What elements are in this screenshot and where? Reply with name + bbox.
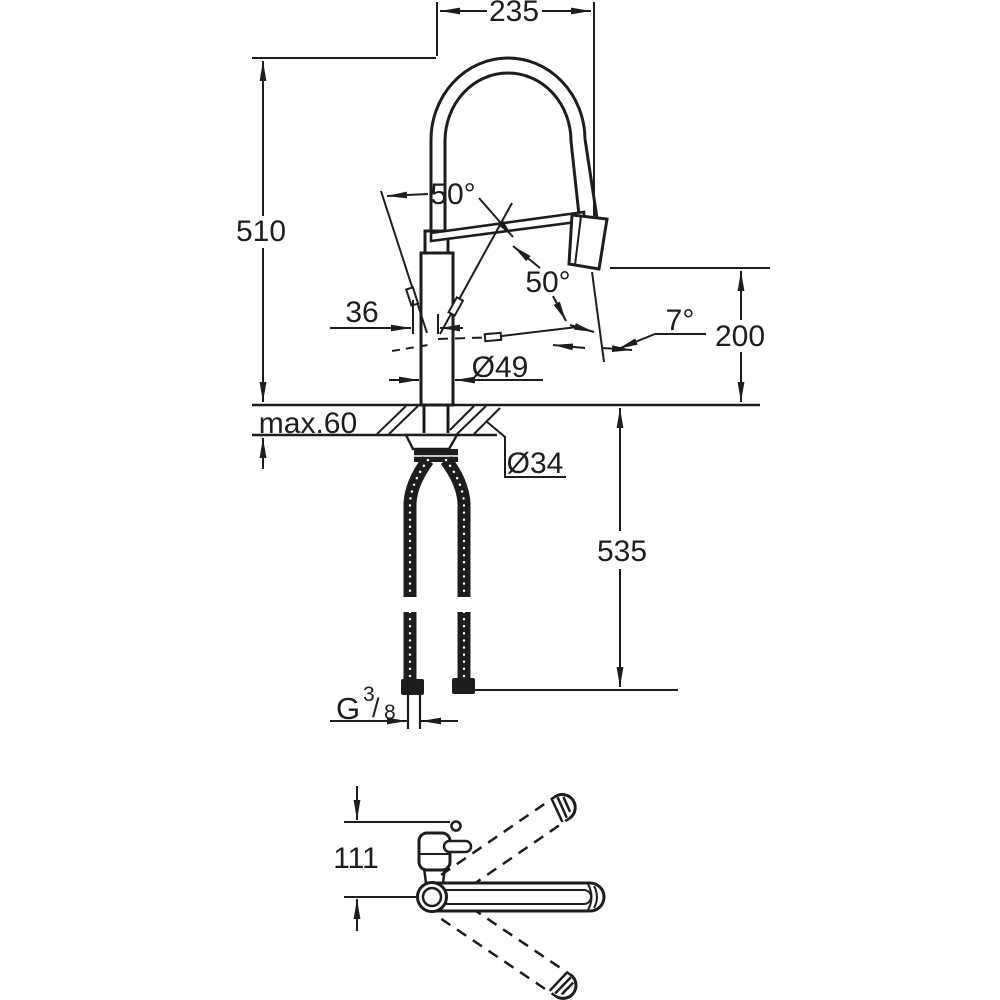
lever-knob xyxy=(483,331,503,343)
thread-tube xyxy=(406,695,422,729)
label-base-dia: Ø49 xyxy=(472,351,529,384)
dim-535 xyxy=(470,408,678,691)
dim-510 xyxy=(252,57,436,402)
tilt-reference-line xyxy=(591,271,605,363)
hose-stipple xyxy=(408,458,466,681)
spout-top-view xyxy=(430,881,606,913)
handle-lever xyxy=(429,210,586,243)
swivel-arm-lower xyxy=(440,896,578,1000)
label-thread-prefix: G xyxy=(336,691,360,726)
dim-235 xyxy=(436,2,595,216)
dim-dia34 xyxy=(485,420,566,478)
body-top-view xyxy=(417,820,473,884)
dimensions-front xyxy=(252,2,770,725)
label-angle-lower: 50° xyxy=(525,266,570,299)
label-head-tilt: 7° xyxy=(666,304,695,337)
dim-7deg xyxy=(569,323,706,350)
hose-bands xyxy=(403,456,471,679)
hose-hint-dashed xyxy=(391,344,429,352)
mounting-flange xyxy=(404,433,460,451)
lever-knob xyxy=(404,286,420,307)
label-outlet-height: 200 xyxy=(715,320,765,353)
dim-50-lower xyxy=(512,245,633,353)
spout-arc xyxy=(429,56,599,233)
hose-fitting-left xyxy=(401,679,424,695)
label-hose-length: 535 xyxy=(597,535,647,568)
dim-36 xyxy=(330,300,463,334)
spray-head xyxy=(567,213,609,271)
lever-down-line xyxy=(501,326,578,337)
front-view xyxy=(252,56,760,729)
pivot-ring xyxy=(416,881,448,913)
handle-top-view xyxy=(442,839,473,854)
label-deck-max: max.60 xyxy=(259,407,357,440)
label-column-width: 36 xyxy=(345,296,378,329)
supply-hoses xyxy=(401,456,475,729)
label-thread-divider: / xyxy=(372,693,380,723)
label-thread-denominator: 8 xyxy=(384,701,396,724)
label-spout-reach: 235 xyxy=(489,0,539,28)
dim-111 xyxy=(344,786,450,931)
label-thread-numerator: 3 xyxy=(363,683,375,706)
lever-knob xyxy=(447,295,465,317)
dim-50-upper xyxy=(386,191,514,238)
top-view xyxy=(344,786,606,1000)
hatching xyxy=(376,405,501,435)
dim-200 xyxy=(610,267,770,402)
label-thread-g38: G 3 / 8 xyxy=(336,683,396,726)
handle-tip-circle xyxy=(450,820,462,832)
hose-fitting-right xyxy=(452,678,475,694)
lever-up-left-line xyxy=(380,190,428,334)
dimension-labels: 235 510 50° 50° 36 7° 200 max.60 Ø49 Ø34… xyxy=(236,0,765,875)
label-swivel-offset: 111 xyxy=(333,842,379,875)
label-angle-upper: 50° xyxy=(430,178,475,211)
label-total-height: 510 xyxy=(236,215,286,248)
label-hole-dia: Ø34 xyxy=(507,447,564,480)
